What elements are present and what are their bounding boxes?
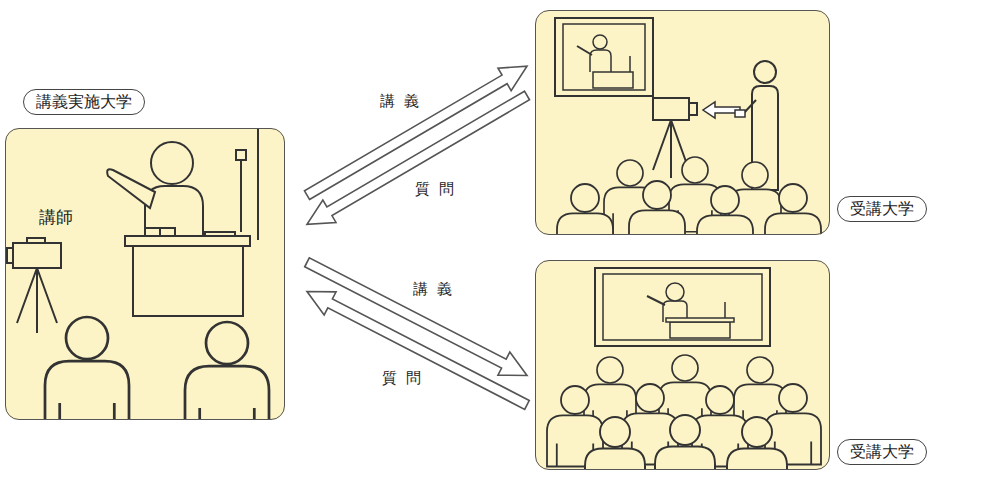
student-figure (45, 317, 129, 420)
arrow-label: 質問 (406, 180, 463, 198)
hollow-arrow (307, 292, 529, 410)
hollow-arrow (307, 91, 530, 224)
role-label: 講師 (39, 207, 73, 227)
screen-monitor (555, 18, 653, 96)
receiving-room (535, 10, 830, 267)
site-panel: 講義実施大学講師 (5, 128, 285, 420)
site-panel: 受講大学 (535, 260, 830, 470)
lecture-room (5, 128, 285, 443)
student-figure (727, 417, 787, 470)
blackboard-edge (257, 128, 259, 240)
receiving-room (535, 260, 830, 481)
site-label: 講義実施大学 (23, 89, 145, 115)
arrow-label: 質問 (373, 369, 430, 387)
student-figure (655, 415, 715, 470)
student-figure (765, 184, 821, 235)
site-label: 受講大学 (837, 439, 927, 465)
hollow-arrow (305, 258, 527, 376)
student-figure (557, 184, 613, 235)
arrow-label: 講義 (404, 280, 461, 298)
site-label: 受講大学 (837, 196, 927, 222)
lecture-desk (125, 150, 250, 316)
arrow-label: 講義 (371, 92, 428, 110)
site-panel: 受講大学 (535, 10, 830, 235)
student-figure (185, 322, 269, 420)
student-figure (697, 186, 753, 235)
student-figure (629, 181, 685, 235)
video-camera (7, 238, 61, 333)
student-figure (585, 417, 645, 470)
screen-monitor (595, 268, 770, 346)
lecturer-figure (107, 142, 203, 240)
hollow-arrow (304, 66, 527, 199)
